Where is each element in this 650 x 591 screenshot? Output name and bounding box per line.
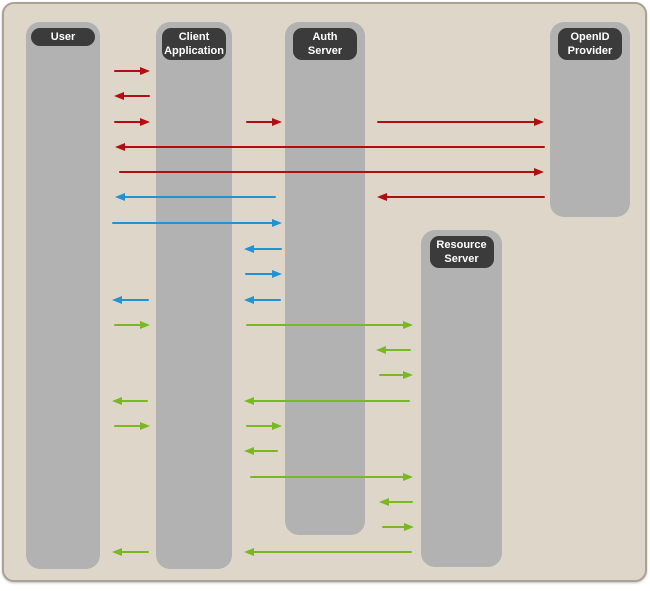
actor-label-openid-provider: OpenID Provider bbox=[558, 28, 622, 60]
actor-label-client-application: Client Application bbox=[162, 28, 226, 60]
lifeline-resource-server: Resource Server bbox=[421, 230, 502, 567]
actor-label-resource-server: Resource Server bbox=[429, 236, 494, 268]
diagram-canvas: User Client Application Auth Server Reso… bbox=[2, 2, 647, 582]
lifeline-openid-provider: OpenID Provider bbox=[550, 22, 630, 217]
actor-label-user: User bbox=[31, 28, 95, 46]
lifeline-auth-server: Auth Server bbox=[285, 22, 365, 535]
lifeline-client-application: Client Application bbox=[156, 22, 232, 569]
lifeline-user: User bbox=[26, 22, 100, 569]
actor-label-auth-server: Auth Server bbox=[293, 28, 357, 60]
